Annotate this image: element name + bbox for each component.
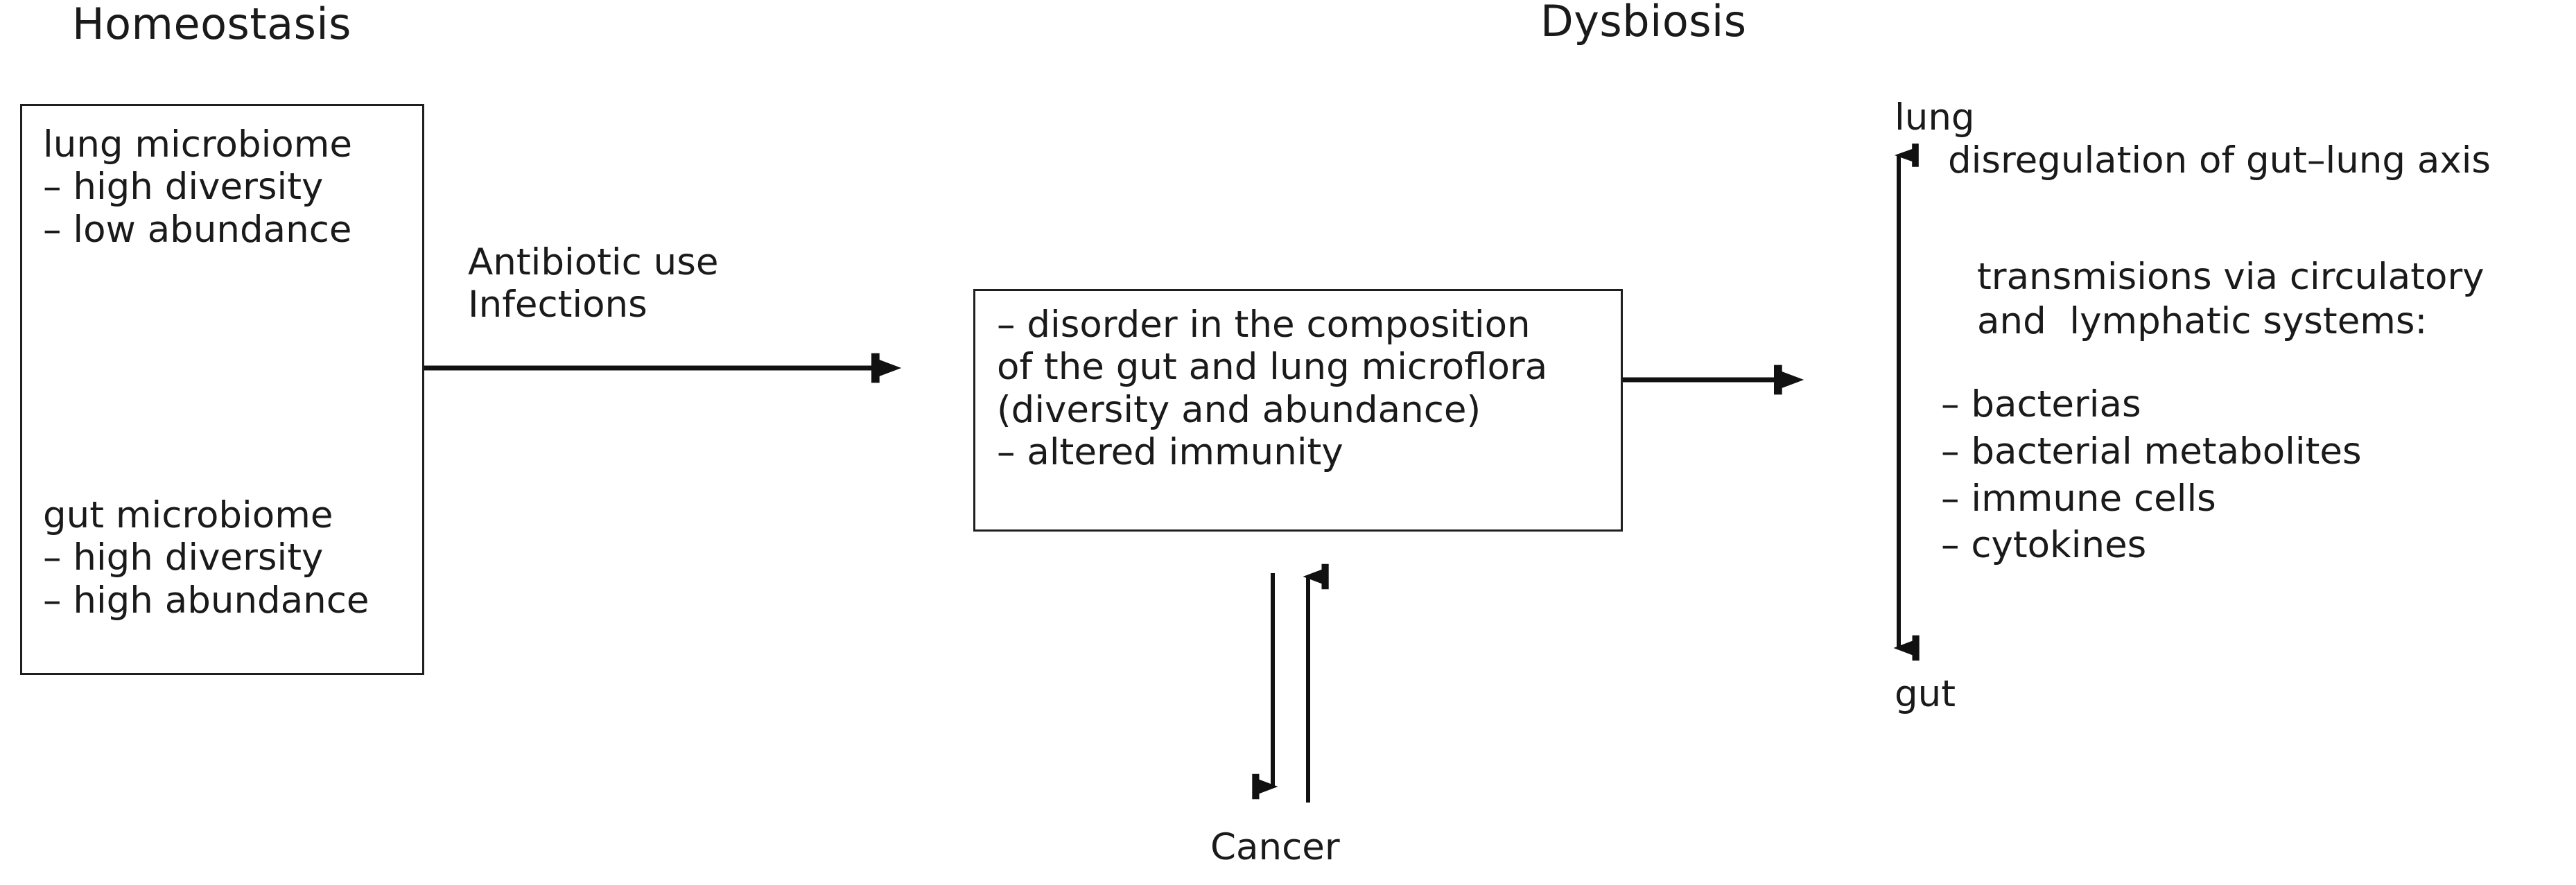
organ-label-lung: lung — [1895, 96, 1975, 139]
transmissions-items-text: – bacterias – bacterial metabolites – im… — [1941, 383, 2362, 567]
page-title-homeostasis: Homeostasis — [72, 0, 351, 49]
homeostasis-panel — [20, 104, 424, 675]
transition-label-antibiotic-infections: Antibiotic use Infections — [468, 241, 719, 326]
dysbiosis-items-text: – disorder in the composition of the gut… — [997, 304, 1548, 474]
page-title-dysbiosis: Dysbiosis — [1540, 0, 1747, 46]
gut-microbiome-text: gut microbiome – high diversity – high a… — [43, 494, 369, 622]
outcome-label-cancer: Cancer — [1210, 826, 1340, 868]
gut-lung-axis-label: disregulation of gut–lung axis — [1948, 139, 2491, 182]
transmissions-heading-text: transmisions via circulatory and lymphat… — [1977, 256, 2484, 342]
lung-microbiome-text: lung microbiome – high diversity – low a… — [43, 123, 352, 251]
dysbiosis-panel — [973, 289, 1623, 532]
organ-label-gut: gut — [1895, 673, 1956, 715]
